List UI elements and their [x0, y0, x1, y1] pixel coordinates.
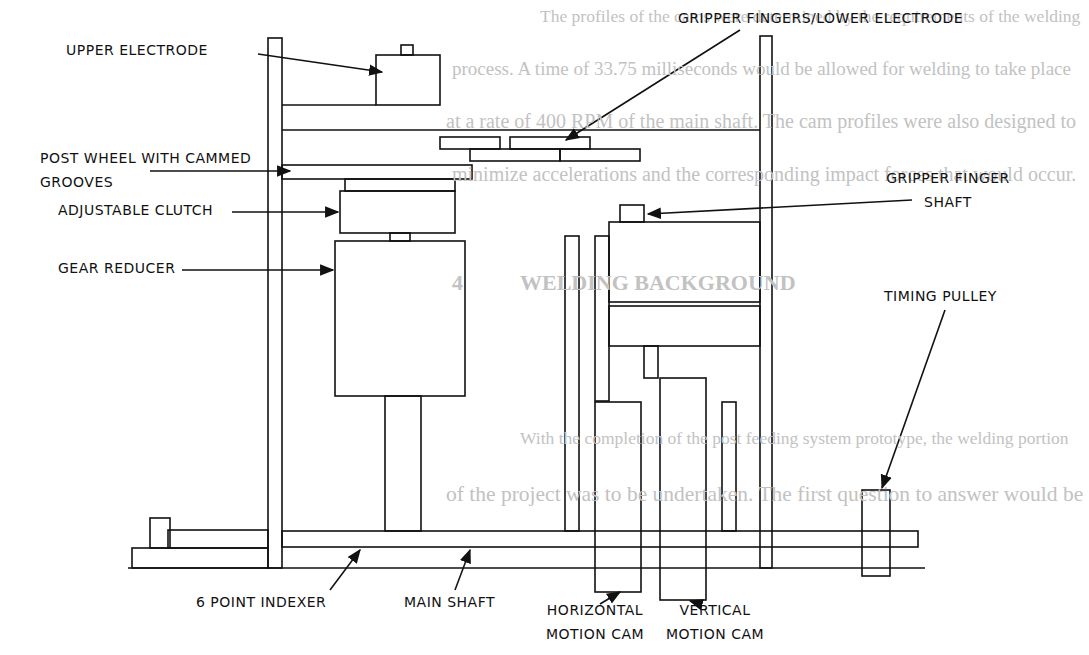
part-label: HORIZONTAL MOTION CAM: [530, 598, 660, 646]
part-label: TIMING PULLEY: [884, 284, 997, 308]
part-label: ADJUSTABLE CLUTCH: [58, 198, 213, 222]
part-label: 6 POINT INDEXER: [196, 590, 326, 614]
part-label: GRIPPER FINGER SHAFT: [868, 166, 1028, 214]
ghost-heading: 4: [452, 270, 463, 296]
part-label: VERTICAL MOTION CAM: [660, 598, 770, 646]
ghost-text: at a rate of 400 RPM of the main shaft. …: [446, 110, 1076, 133]
ghost-text: of the project was to be undertaken. The…: [446, 482, 1083, 507]
part-label: MAIN SHAFT: [404, 590, 495, 614]
ghost-text: process. A time of 33.75 milliseconds wo…: [452, 58, 1071, 80]
part-label: POST WHEEL WITH CAMMED GROOVES: [40, 146, 270, 194]
part-label: GRIPPER FINGERS/LOWER ELECTRODE: [678, 6, 963, 30]
part-label: GEAR REDUCER: [58, 256, 175, 280]
ghost-heading: WELDING BACKGROUND: [520, 270, 796, 296]
ghost-text: With the completion of the post feeding …: [520, 428, 1069, 449]
part-label: UPPER ELECTRODE: [66, 38, 208, 62]
